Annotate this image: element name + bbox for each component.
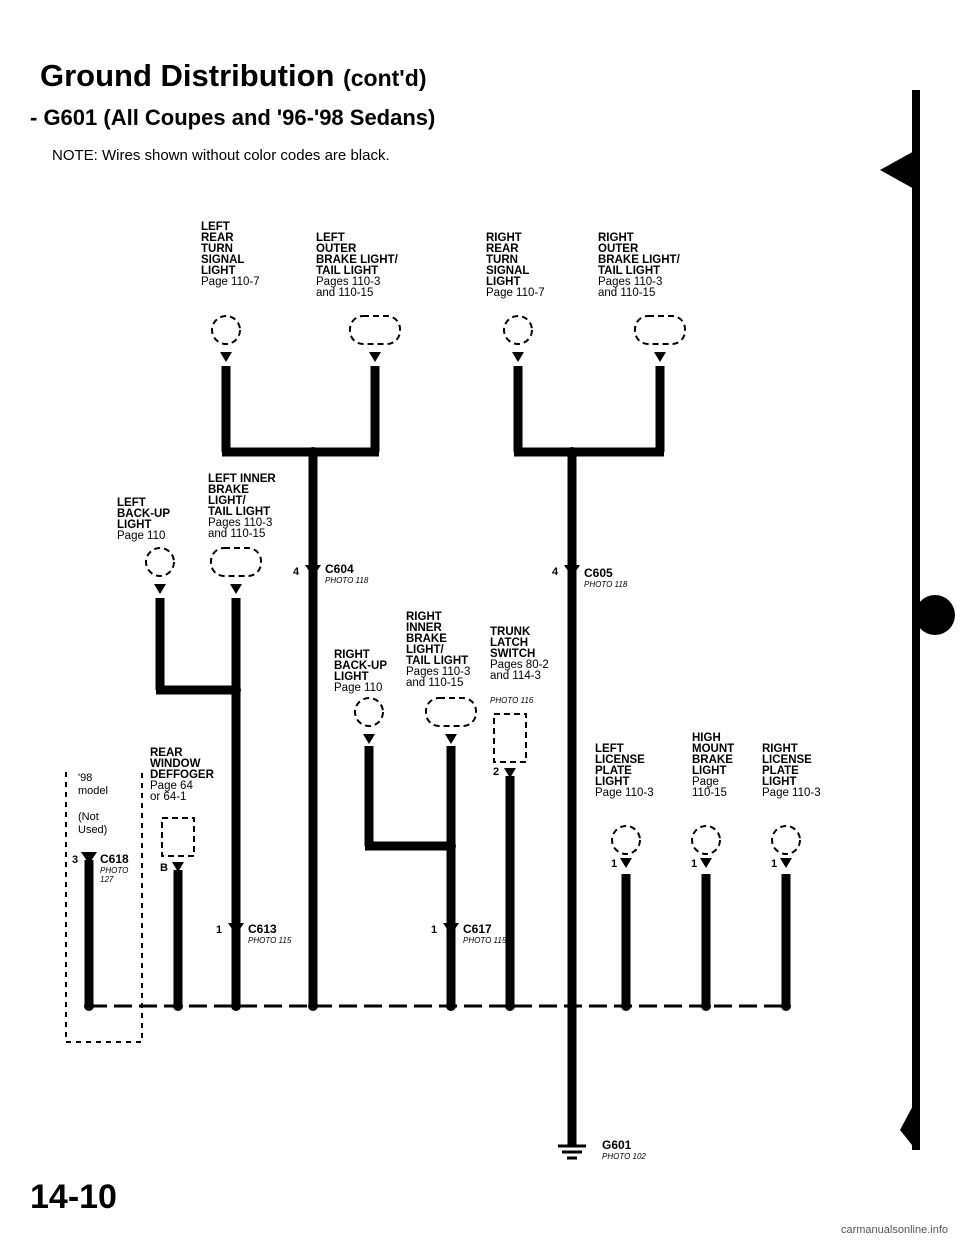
rear-defogger-label: REAR WINDOW DEFFOGER Page 64 or 64-1: [150, 747, 214, 803]
subtitle: - G601 (All Coupes and '96-'98 Sedans): [30, 105, 436, 130]
g601-photo: PHOTO 102: [602, 1152, 646, 1161]
left-rear-turn-label: LEFT REAR TURN SIGNAL LIGHT Page 110-7: [201, 221, 260, 288]
c604-photo: PHOTO 118: [325, 576, 369, 585]
right-rear-turn-label: RIGHT REAR TURN SIGNAL LIGHT Page 110-7: [486, 232, 545, 299]
high-mount-pin: 1: [691, 858, 698, 870]
c617-connector: C617: [463, 922, 492, 936]
c604-connector: C604: [325, 562, 354, 576]
left-outer-brake-label: LEFT OUTER BRAKE LIGHT/ TAIL LIGHT Pages…: [316, 232, 398, 299]
page-title: Ground Distribution (cont'd): [40, 58, 427, 93]
right-license-pin: 1: [771, 858, 778, 870]
c613-photo: PHOTO 115: [248, 936, 292, 945]
high-mount-label: HIGH MOUNT BRAKE LIGHT Page 110-15: [692, 732, 735, 799]
c613-connector: C613: [248, 922, 277, 936]
left-backup-label: LEFT BACK-UP LIGHT Page 110: [117, 497, 171, 542]
right-inner-brake-label: RIGHT INNER BRAKE LIGHT/ TAIL LIGHT Page…: [406, 611, 471, 689]
title-suffix: (cont'd): [343, 65, 427, 91]
right-outer-brake-label: RIGHT OUTER BRAKE LIGHT/ TAIL LIGHT Page…: [598, 232, 680, 299]
right-backup-label: RIGHT BACK-UP LIGHT Page 110: [334, 649, 388, 694]
model-98-note: '98 model (Not Used): [78, 772, 108, 836]
c617-photo: PHOTO 115: [463, 936, 507, 945]
c604-pin: 4: [293, 566, 300, 578]
c618-photo: PHOTO 127: [100, 866, 129, 884]
c613-pin: 1: [216, 924, 223, 936]
left-inner-brake-label: LEFT INNER BRAKE LIGHT/ TAIL LIGHT Pages…: [208, 473, 276, 540]
defogger-pin: B: [160, 862, 168, 874]
trunk-latch-label: TRUNK LATCH SWITCH Pages 80-2 and 114-3: [490, 626, 549, 682]
wire-note: NOTE: Wires shown without color codes ar…: [52, 147, 390, 164]
right-license-label: RIGHT LICENSE PLATE LIGHT Page 110-3: [762, 743, 821, 799]
trunk-pin: 2: [493, 766, 500, 778]
c617-pin: 1: [431, 924, 438, 936]
page-number: 14-10: [30, 1178, 117, 1216]
trunk-latch-photo: PHOTO 116: [490, 696, 534, 705]
c605-pin: 4: [552, 566, 559, 578]
left-license-pin: 1: [611, 858, 618, 870]
c618-pin: 3: [72, 854, 79, 866]
c618-connector: C618: [100, 852, 129, 866]
c605-connector: C605: [584, 566, 613, 580]
watermark: carmanualsonline.info: [840, 1224, 948, 1236]
left-license-label: LEFT LICENSE PLATE LIGHT Page 110-3: [595, 743, 654, 799]
g601-ground: G601: [602, 1138, 632, 1152]
c605-photo: PHOTO 118: [584, 580, 628, 589]
